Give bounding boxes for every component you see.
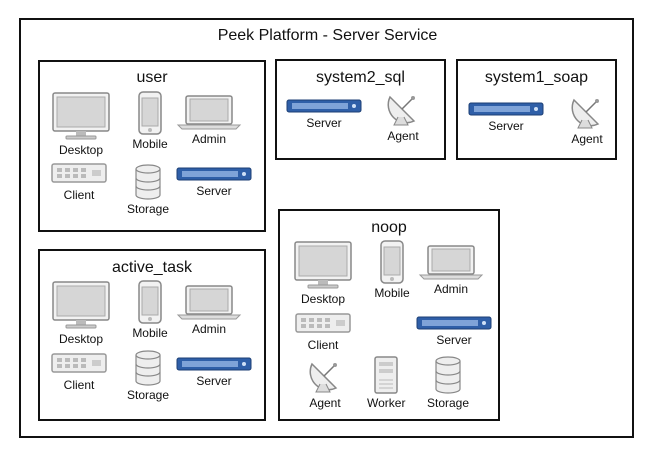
noop-worker: Worker [367,356,405,410]
storage-database-icon [435,356,461,394]
mobile-phone-icon [138,280,162,324]
satellite-dish-icon [571,98,600,129]
node-label: Admin [433,282,468,296]
group-user: user [38,60,266,232]
user-client: Client [50,160,108,202]
active-task-storage: Storage [124,350,172,402]
desktop-monitor-icon [294,241,352,289]
worker-tower-icon [374,356,398,394]
node-label: Server [306,116,342,130]
node-label: Desktop [58,332,104,346]
rack-server-icon [468,102,544,116]
rack-server-icon [286,99,362,113]
group-title: system2_sql [316,69,405,86]
system2-sql-agent: Agent [384,89,422,143]
rack-server-icon [176,357,252,371]
mobile-phone-icon [138,91,162,135]
group-system2-sql: system2_sql [275,59,446,160]
group-title: noop [371,219,407,236]
laptop-icon [176,95,242,130]
client-switch-icon [295,313,351,333]
node-label: Admin [191,322,226,336]
node-label: Agent [387,129,419,143]
storage-database-icon [135,350,161,386]
mobile-phone-icon [380,240,404,284]
user-server: Server [176,166,252,198]
group-active-task: active_task [38,249,266,421]
rack-server-icon [176,167,252,181]
node-label: Agent [571,132,603,146]
storage-database-icon [135,164,161,200]
system2-sql-server: Server [286,98,362,130]
diagram-title: Peek Platform - Server Service [217,27,438,44]
user-desktop: Desktop [50,91,112,157]
node-label: Server [488,119,524,133]
laptop-icon [176,285,242,320]
node-label: Client [307,338,339,352]
active-task-admin: Admin [176,284,242,336]
noop-admin: Admin [418,244,484,296]
noop-desktop: Desktop [292,240,354,306]
node-label: Admin [191,132,226,146]
satellite-dish-icon [309,362,338,393]
node-label: Mobile [374,286,410,300]
active-task-desktop: Desktop [50,280,112,346]
active-task-mobile: Mobile [132,280,168,340]
group-noop: noop [278,209,500,421]
node-label: Server [196,184,232,198]
node-label: Client [63,378,95,392]
active-task-server: Server [176,356,252,388]
noop-server: Server [416,315,492,347]
node-label: Server [436,333,472,347]
node-label: Storage [126,202,170,216]
user-storage: Storage [124,164,172,216]
active-task-client: Client [50,350,108,392]
client-switch-icon [51,163,107,183]
user-admin: Admin [176,94,242,146]
node-label: Storage [426,396,470,410]
system1-soap-server: Server [468,101,544,133]
node-label: Server [196,374,232,388]
group-title: system1_soap [484,69,589,86]
node-label: Desktop [58,143,104,157]
noop-agent: Agent [306,356,344,410]
node-label: Agent [309,396,341,410]
noop-mobile: Mobile [374,240,410,300]
group-system1-soap: system1_soap [456,59,617,160]
node-label: Storage [126,388,170,402]
node-label: Worker [367,396,406,410]
node-label: Mobile [132,137,168,151]
laptop-icon [418,245,484,280]
desktop-monitor-icon [52,92,110,140]
client-switch-icon [51,353,107,373]
satellite-dish-icon [387,95,416,126]
system1-soap-agent: Agent [568,92,606,146]
noop-storage: Storage [424,356,472,410]
noop-client: Client [294,310,352,352]
group-title: active_task [111,259,193,276]
rack-server-icon [416,316,492,330]
platform-frame [19,18,634,438]
node-label: Mobile [132,326,168,340]
group-title: user [136,69,168,86]
user-mobile: Mobile [132,91,168,151]
node-label: Desktop [300,292,346,306]
desktop-monitor-icon [52,281,110,329]
node-label: Client [63,188,95,202]
